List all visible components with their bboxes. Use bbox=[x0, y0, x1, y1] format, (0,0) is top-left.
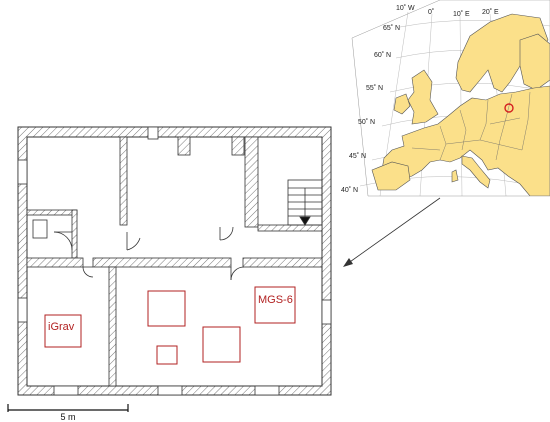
lat-label-55n: 55˚ N bbox=[366, 84, 383, 92]
door-5 bbox=[82, 266, 94, 278]
lat-label-50n: 50˚ N bbox=[358, 118, 375, 126]
staircase bbox=[287, 179, 323, 226]
window-bottom-1 bbox=[53, 385, 79, 396]
window-bottom-2 bbox=[157, 385, 183, 396]
wall-middle-right bbox=[242, 257, 323, 268]
door-4 bbox=[230, 266, 245, 281]
lon-label-20e: 20˚ E bbox=[482, 8, 499, 16]
instrument-box-igrav bbox=[44, 314, 82, 348]
window-right-1 bbox=[321, 299, 332, 325]
land bbox=[371, 13, 550, 196]
great-britain bbox=[407, 69, 439, 125]
pier-1 bbox=[147, 290, 186, 327]
wall-top-divider-2 bbox=[244, 136, 259, 228]
wall-notch-top-3 bbox=[231, 136, 245, 156]
lon-label-0: 0˚ bbox=[428, 8, 434, 16]
scandinavia bbox=[455, 13, 549, 93]
door-1 bbox=[53, 231, 73, 251]
instrument-label-igrav: iGrav bbox=[48, 321, 75, 333]
location-marker bbox=[504, 103, 514, 113]
italy bbox=[461, 155, 491, 189]
ireland bbox=[393, 93, 411, 115]
iberia bbox=[371, 161, 411, 191]
floor-plan: iGrav MGS-6 5 m bbox=[7, 126, 332, 422]
scale-bar-label: 5 m bbox=[60, 412, 75, 422]
wall-middle-center bbox=[92, 257, 232, 268]
wall-top-divider-1 bbox=[119, 136, 128, 226]
lat-label-60n: 60˚ N bbox=[374, 51, 391, 59]
lat-label-65n: 65˚ N bbox=[383, 24, 400, 32]
wall-cubicle-top bbox=[26, 209, 78, 216]
map-frame bbox=[351, 0, 550, 197]
lon-label-10w: 10˚ W bbox=[396, 4, 415, 12]
instrument-label-mgs6: MGS-6 bbox=[258, 294, 293, 306]
door-3 bbox=[219, 226, 234, 241]
wall-notch-top-2 bbox=[177, 136, 191, 156]
window-left-2 bbox=[17, 297, 28, 323]
pier-2 bbox=[202, 326, 241, 363]
scale-bar: 5 m bbox=[7, 404, 129, 422]
connector-arrow bbox=[343, 197, 441, 267]
pier-3 bbox=[156, 345, 178, 365]
window-left-1 bbox=[17, 159, 28, 185]
wall-lower-divider bbox=[108, 266, 117, 387]
europe-map: 10˚ W 0˚ 10˚ E 20˚ E 65˚ N 60˚ N 55˚ N 5… bbox=[341, 0, 550, 197]
lat-label-45n: 45˚ N bbox=[349, 152, 366, 160]
window-bottom-3 bbox=[254, 385, 280, 396]
wall-middle-left bbox=[26, 257, 84, 268]
lon-label-10e: 10˚ E bbox=[453, 10, 470, 18]
lat-label-40n: 40˚ N bbox=[341, 186, 358, 194]
finland bbox=[519, 33, 550, 91]
wall-notch-top-1 bbox=[147, 126, 159, 140]
fixture bbox=[32, 219, 48, 239]
door-2 bbox=[126, 232, 141, 251]
instrument-box-mgs6 bbox=[254, 286, 296, 324]
borders bbox=[411, 91, 531, 161]
wall-cubicle-right bbox=[71, 209, 78, 259]
wall-stair-bottom bbox=[257, 224, 323, 232]
islands bbox=[451, 169, 459, 183]
